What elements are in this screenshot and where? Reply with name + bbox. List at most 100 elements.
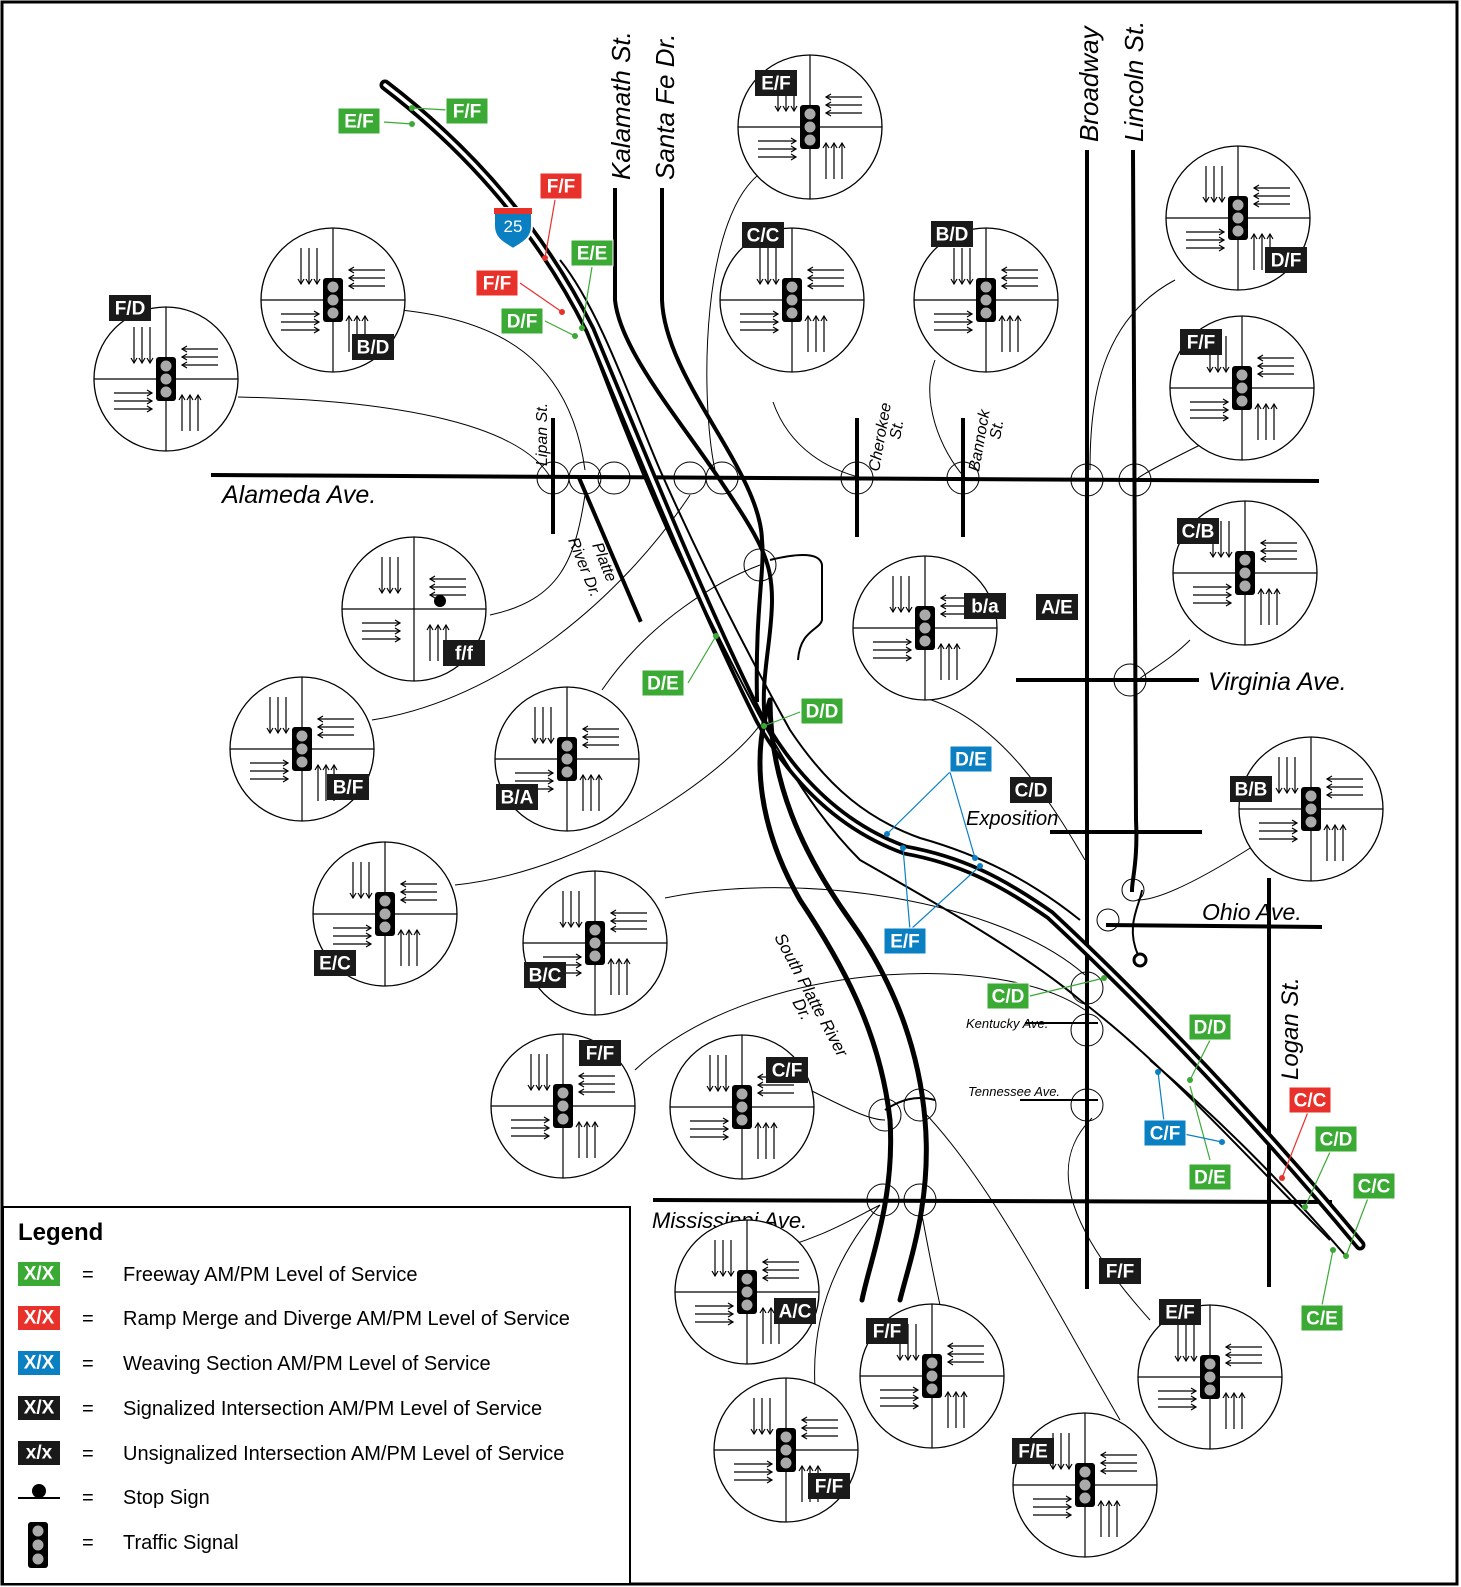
lane-arrows-icon [543, 891, 647, 995]
ramp-los-label: F/F [547, 177, 576, 198]
detail-leaders [237, 169, 1256, 1421]
traffic-signal-icon [976, 278, 996, 322]
lane-arrows-icon [1186, 166, 1290, 270]
lane-arrows-icon [1259, 757, 1363, 861]
intersection-los-label: B/F [333, 778, 364, 799]
lipan-label: Lipan St. [534, 403, 551, 466]
intersection-los-badge: F/F [866, 1318, 908, 1344]
legend-text-freeway: Freeway AM/PM Level of Service [123, 1264, 418, 1286]
intersection-los-badge: D/F [1265, 247, 1307, 273]
ohio-cul-de-sac [1132, 952, 1148, 968]
freeway-los-label: E/F [344, 112, 374, 133]
lane-arrows-icon [333, 862, 437, 966]
intersection-los-label: F/F [586, 1044, 615, 1065]
mississippi-ave-line [652, 1197, 1333, 1205]
weaving-los-label: E/F [890, 932, 920, 953]
intersection-los-badge: f/f [443, 640, 485, 666]
alameda-label: Alameda Ave. [220, 481, 376, 509]
intersection-los-label: B/B [1235, 780, 1268, 801]
intersection-los-label: F/F [1106, 1262, 1135, 1283]
freeway-los-label: C/D [992, 987, 1025, 1008]
street-labels: Kalamath St. Santa Fe Dr. Broadway Linco… [220, 21, 1347, 1233]
intersection-los-label: A/E [1041, 598, 1073, 619]
legend-text-weaving: Weaving Section AM/PM Level of Service [123, 1353, 491, 1375]
intersection-los-badge: B/D [931, 221, 973, 247]
traffic-signal-icon [292, 727, 312, 771]
intersection-los-badge: F/F [579, 1040, 621, 1066]
ohio-ave-line [1105, 922, 1323, 930]
street-network [210, 149, 1333, 1289]
kalamath-st-line [613, 188, 775, 723]
legend-eq-ramp: = [82, 1308, 94, 1330]
legend-sample-unsignalized: x/x [26, 1443, 53, 1464]
traffic-signal-icon [800, 105, 820, 149]
traffic-signal-icon [585, 921, 605, 965]
logan-label: Logan St. [1277, 977, 1304, 1080]
traffic-signal-icon [1200, 1355, 1220, 1399]
freeway-los-badge: D/D [800, 697, 844, 725]
intersection-detail-ac [674, 1219, 820, 1365]
freeway-los-badge: D/F [500, 307, 544, 335]
intersection-detail-cc [719, 227, 865, 373]
interstate-25-shield-icon: 25 [493, 207, 533, 251]
bannock-label-2: St. [987, 418, 1007, 440]
legend-eq-weaving: = [82, 1353, 94, 1375]
intersection-los-label: F/F [815, 1477, 844, 1498]
intersection-los-label: E/F [761, 74, 791, 95]
lane-arrows-icon [1190, 336, 1294, 440]
traffic-signal-icon [737, 1270, 757, 1314]
traffic-signal-icon [557, 737, 577, 781]
legend-text-unsignalized: Unsignalized Intersection AM/PM Level of… [123, 1443, 564, 1465]
broadway-label: Broadway [1074, 24, 1104, 142]
intersection-los-badge: F/F [1180, 329, 1222, 355]
legend-box [2, 1206, 631, 1585]
los-leaders [383, 105, 1369, 1306]
weaving-los-badge: C/F [1143, 1119, 1187, 1147]
traffic-signal-icon [776, 1428, 796, 1472]
lane-arrows-icon [1158, 1325, 1262, 1429]
intersection-los-badge: A/E [1036, 594, 1078, 620]
ramp-los-badge: F/F [475, 269, 519, 297]
ohio-ramp-line [1131, 889, 1143, 956]
intersection-detail-ef-s [1137, 1304, 1283, 1450]
freeway-los-badge: C/D [986, 982, 1030, 1010]
santa-fe-label: Santa Fe Dr. [650, 34, 680, 180]
legend-swatch-freeway [18, 1262, 60, 1286]
intersection-los-badge: E/F [1159, 1299, 1201, 1325]
intersection-los-badge: F/E [1012, 1438, 1054, 1464]
traffic-signal-icon [553, 1084, 573, 1128]
intersection-details [93, 54, 1384, 1558]
intersection-detail-fe-s [1012, 1412, 1158, 1558]
freeway-los-label: D/F [507, 312, 538, 333]
lincoln-label: Lincoln St. [1119, 21, 1149, 142]
platte-river-dr-line [577, 477, 643, 623]
intersection-los-label: E/C [319, 954, 351, 975]
legend-eq-freeway: = [82, 1264, 94, 1286]
lane-arrows-icon [1193, 521, 1297, 625]
legend-sample-signalized: X/X [24, 1398, 55, 1419]
freeway-los-label: F/F [453, 102, 482, 123]
ohio-label: Ohio Ave. [1202, 899, 1302, 925]
santa-fe-dr-line [660, 188, 765, 703]
i25-freeway [379, 79, 1366, 1256]
freeway-los-badge: C/D [1314, 1125, 1358, 1153]
intersection-los-badge: F/F [1099, 1258, 1141, 1284]
virginia-label: Virginia Ave. [1208, 668, 1347, 696]
legend-sample-weaving: X/X [24, 1353, 55, 1374]
intersection-detail-ff-s2 [713, 1377, 859, 1523]
local-access-line [769, 554, 823, 661]
intersection-los-label: D/F [1271, 251, 1302, 272]
intersection-los-badge: b/a [964, 593, 1006, 619]
intersection-detail-fd-w [93, 306, 239, 452]
intersection-los-badge: B/F [327, 774, 369, 800]
intersection-los-badge: C/C [742, 222, 784, 248]
freeway-los-label: D/E [1194, 1168, 1226, 1189]
lincoln-st-line [1129, 149, 1139, 893]
intersection-los-badge: F/F [808, 1473, 850, 1499]
traffic-signal-icon [375, 892, 395, 936]
weaving-los-badge: D/E [949, 745, 993, 773]
ramp-los-label: C/C [1294, 1091, 1327, 1112]
freeway-los-badge: D/E [1188, 1163, 1232, 1191]
freeway-los-label: D/E [647, 674, 679, 695]
